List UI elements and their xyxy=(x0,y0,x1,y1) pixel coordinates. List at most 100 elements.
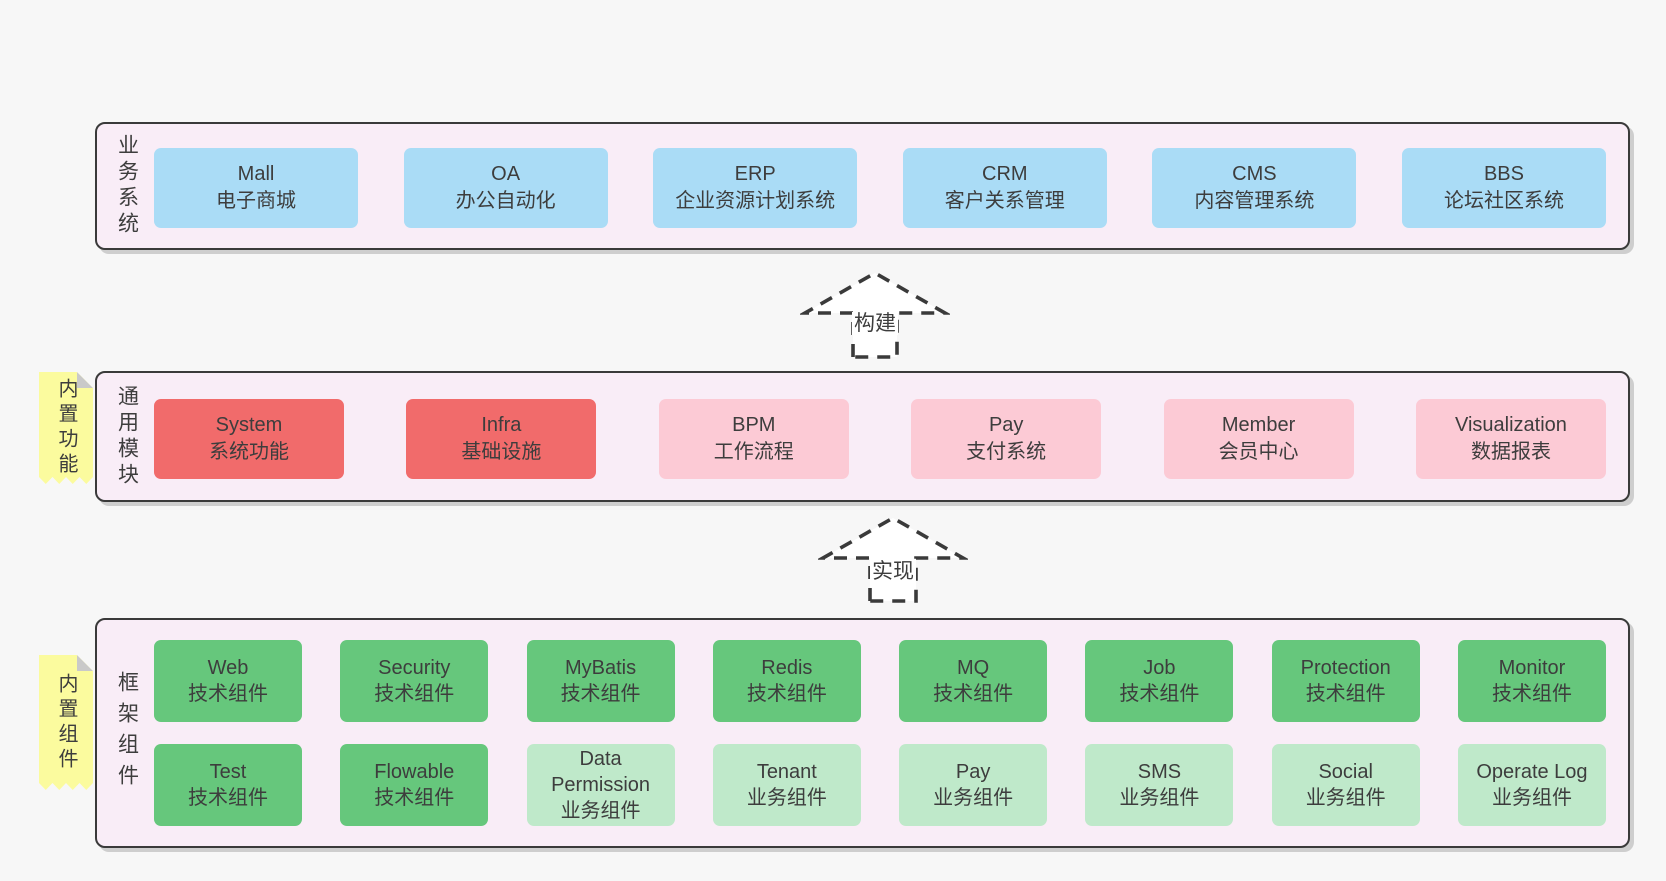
module-subtitle: 系统功能 xyxy=(209,441,289,463)
module-box-test: Test 技术组件 xyxy=(154,744,302,826)
section-side-label-text: 框架组件 xyxy=(115,671,139,795)
module-title: Job xyxy=(1143,657,1176,679)
module-box-crm: CRM 客户关系管理 xyxy=(902,148,1107,228)
module-box-pay: Pay 支付系统 xyxy=(911,399,1102,479)
module-subtitle: 业务组件 xyxy=(1305,787,1386,809)
module-subtitle: 业务组件 xyxy=(560,800,641,822)
module-subtitle: 基础设施 xyxy=(461,441,542,463)
module-box-job: Job 技术组件 xyxy=(1085,640,1234,722)
arrow-label: 实现 xyxy=(818,560,968,584)
module-title: SMS xyxy=(1137,761,1182,783)
module-title: Flowable xyxy=(374,761,455,783)
section-side-label: 框架组件 xyxy=(107,620,147,846)
module-title: Protection xyxy=(1300,657,1391,679)
module-row: Test 技术组件 Flowable 技术组件 Data Permission 业务组件 T… xyxy=(154,744,1606,826)
arrow-up-implement: 实现 xyxy=(818,514,968,604)
module-title: Operate Log xyxy=(1476,761,1588,783)
module-subtitle: 技术组件 xyxy=(188,683,268,705)
module-subtitle: 客户关系管理 xyxy=(944,190,1065,212)
note-fold-corner xyxy=(77,372,93,388)
module-title: CRM xyxy=(982,163,1028,185)
module-title: Social xyxy=(1318,761,1373,783)
module-box-system: System 系统功能 xyxy=(154,399,344,479)
module-title: Member xyxy=(1221,414,1296,436)
module-title: Test xyxy=(209,761,247,783)
module-title: Pay xyxy=(955,761,991,783)
module-subtitle: 企业资源计划系统 xyxy=(675,190,836,212)
module-title: Mall xyxy=(237,163,275,185)
sticky-note-builtin-features: 内置功能 xyxy=(39,372,93,484)
module-title: Security xyxy=(378,657,451,679)
arrow-label-text: 构建 xyxy=(852,312,898,335)
sticky-note-text: 内置组件 xyxy=(55,672,77,773)
module-subtitle: 会员中心 xyxy=(1218,441,1299,463)
module-box-mall: Mall 电子商城 xyxy=(154,148,358,228)
module-subtitle: 电子商城 xyxy=(216,190,296,212)
module-subtitle: 支付系统 xyxy=(966,441,1047,463)
module-box-protection: Protection 技术组件 xyxy=(1271,640,1420,722)
module-title: ERP xyxy=(734,163,776,185)
module-title: Tenant xyxy=(756,761,817,783)
section-side-label: 业务系统 xyxy=(107,124,147,248)
section-side-label-text: 通用模块 xyxy=(115,384,139,489)
module-box-security: Security 技术组件 xyxy=(340,640,489,722)
module-box-cms: CMS 内容管理系统 xyxy=(1152,148,1357,228)
module-title: Data Permission xyxy=(551,748,651,796)
module-title: BBS xyxy=(1483,163,1524,185)
section-side-label: 通用模块 xyxy=(107,373,147,500)
arrow-label-text: 实现 xyxy=(870,560,916,583)
arrow-up-icon xyxy=(818,515,968,603)
section-side-label-text: 业务系统 xyxy=(115,134,139,238)
arrow-outline xyxy=(818,515,968,603)
module-subtitle: 技术组件 xyxy=(746,683,827,705)
module-box-social: Social 业务组件 xyxy=(1271,744,1420,826)
module-box-flowable: Flowable 技术组件 xyxy=(340,744,489,826)
module-subtitle: 内容管理系统 xyxy=(1194,190,1315,212)
module-box-sms: SMS 业务组件 xyxy=(1085,744,1234,826)
note-fold-corner xyxy=(77,655,93,671)
module-box-web: Web 技术组件 xyxy=(154,640,302,722)
module-title: CMS xyxy=(1232,163,1277,185)
module-title: Web xyxy=(207,657,249,679)
sticky-note-builtin-components: 内置组件 xyxy=(39,655,93,790)
module-title: MyBatis xyxy=(565,657,637,679)
arrow-up-build: 构建 xyxy=(800,268,950,360)
module-title: Visualization xyxy=(1454,414,1567,436)
module-title: OA xyxy=(491,163,521,185)
module-title: System xyxy=(215,414,283,436)
module-subtitle: 业务组件 xyxy=(1119,787,1200,809)
module-box-data-permission: Data Permission 业务组件 xyxy=(526,744,675,826)
module-title: Pay xyxy=(988,414,1024,436)
module-subtitle: 技术组件 xyxy=(1305,683,1386,705)
module-subtitle: 技术组件 xyxy=(374,787,455,809)
module-box-bpm: BPM 工作流程 xyxy=(658,399,849,479)
module-subtitle: 论坛社区系统 xyxy=(1443,190,1564,212)
module-subtitle: 业务组件 xyxy=(933,787,1014,809)
module-box-pay: Pay 业务组件 xyxy=(899,744,1048,826)
sticky-note-text: 内置功能 xyxy=(55,378,77,478)
module-title: Monitor xyxy=(1498,657,1566,679)
module-subtitle: 工作流程 xyxy=(713,441,794,463)
arrow-label: 构建 xyxy=(800,312,950,336)
module-subtitle: 技术组件 xyxy=(188,787,268,809)
module-box-erp: ERP 企业资源计划系统 xyxy=(653,148,858,228)
module-subtitle: 数据报表 xyxy=(1470,441,1551,463)
module-subtitle: 技术组件 xyxy=(1491,683,1572,705)
module-subtitle: 技术组件 xyxy=(1119,683,1200,705)
module-subtitle: 技术组件 xyxy=(933,683,1014,705)
module-title: BPM xyxy=(732,414,776,436)
module-title: Redis xyxy=(761,657,813,679)
module-box-member: Member 会员中心 xyxy=(1163,399,1354,479)
module-subtitle: 技术组件 xyxy=(374,683,455,705)
